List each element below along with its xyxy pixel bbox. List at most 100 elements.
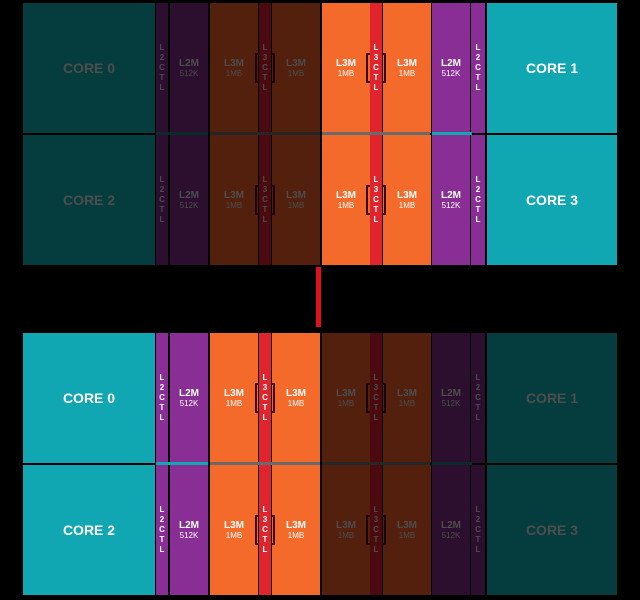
edge-strip [432,132,472,135]
l2-ctl-letter: C [159,393,165,402]
l3m-label: L3M [286,57,306,69]
l3-ctl-letter: C [262,195,268,204]
l3-ctl-letter: 3 [262,383,268,392]
edge-strip [210,462,320,465]
l3m-label: L3M [397,57,417,69]
l3m-size: 1MB [225,530,243,540]
l3m-label: L3M [224,519,244,531]
l3-ctl-letter: T [262,73,268,82]
l3-ctl-letter: L [262,175,268,184]
l2m-label: L2M [179,189,199,201]
core-label: CORE 3 [525,522,579,538]
l3m-size: 1MB [225,200,243,210]
l2-ctl-letter: 2 [159,515,165,524]
l3m-size: 1MB [337,200,355,210]
l3-ctl-bracket [366,515,370,545]
l3-ctl-bracket [366,383,370,413]
l3-ctl-letter: 3 [373,185,379,194]
l3-ctl-bracket [382,515,386,545]
l3m-label: L3M [286,519,306,531]
l3m-size: 1MB [337,68,355,78]
l3-ctl-letter: C [373,63,379,72]
core-label: CORE 2 [62,522,116,538]
l3-ctl-letter: T [373,535,379,544]
l3-ctl-letter: T [262,205,268,214]
core-block: CORE 2 [23,135,155,265]
l3m-size: 1MB [337,530,355,540]
l3-ctl-letter: C [262,63,268,72]
l3m-size: 1MB [287,530,305,540]
l2-ctl-letter: T [475,73,481,82]
core-block: CORE 0 [23,333,155,463]
l2-ctl-letter: C [159,195,165,204]
l3m-size: 1MB [398,530,416,540]
l3-ctl-letter: L [262,545,268,554]
l3-ctl-letter: L [373,175,379,184]
l3m-label: L3M [336,387,356,399]
l2-ctl-letter: L [159,43,165,52]
l3-ctl-letter: 3 [262,185,268,194]
l3-ctl-bracket [382,53,386,83]
l3-ctl-letter: L [373,215,379,224]
core-label: CORE 0 [62,390,116,406]
l3m-size: 1MB [337,398,355,408]
l3m-size: 1MB [398,200,416,210]
l2-ctl-letter: C [159,525,165,534]
core-label: CORE 1 [525,60,579,76]
l2-ctl-letter: T [159,535,165,544]
core-block: CORE 3 [487,465,617,595]
l3-ctl-letter: L [373,545,379,554]
l3m-size: 1MB [398,398,416,408]
l3-ctl-letter: L [373,83,379,92]
l2m-label: L2M [441,387,461,399]
l2m-label: L2M [179,57,199,69]
l3-ctl-letter: C [373,393,379,402]
edge-strip [322,132,430,135]
core-label: CORE 0 [62,60,116,76]
l3-ctl-bracket [271,53,275,83]
l3-ctl-bracket [366,53,370,83]
l2m-label: L2M [179,519,199,531]
l2-ctl-letter: L [159,215,165,224]
l3-ctl-letter: L [262,413,268,422]
l3m-label: L3M [286,387,306,399]
l2-ctl-letter: 2 [159,53,165,62]
l2m-size: 512K [179,200,199,210]
edge-strip [322,462,430,465]
l3-ctl-letter: C [262,393,268,402]
l3m-label: L3M [224,189,244,201]
l2-ctl-letter: L [475,215,481,224]
l2-ctl-letter: 2 [475,515,481,524]
l3m-size: 1MB [287,200,305,210]
l3-ctl-letter: L [262,505,268,514]
l2-ctl-letter: T [159,73,165,82]
l2-ctl-letter: 2 [159,383,165,392]
l3-ctl-bracket [255,383,259,413]
l3-ctl-bracket [382,383,386,413]
l3-ctl-bracket [366,185,370,215]
l3-ctl-letter: L [373,43,379,52]
l2-ctl-letter: T [159,205,165,214]
l2-ctl-letter: L [475,373,481,382]
l2-ctl-letter: L [159,83,165,92]
l2-ctl-letter: L [475,175,481,184]
l2-ctl-letter: C [159,63,165,72]
